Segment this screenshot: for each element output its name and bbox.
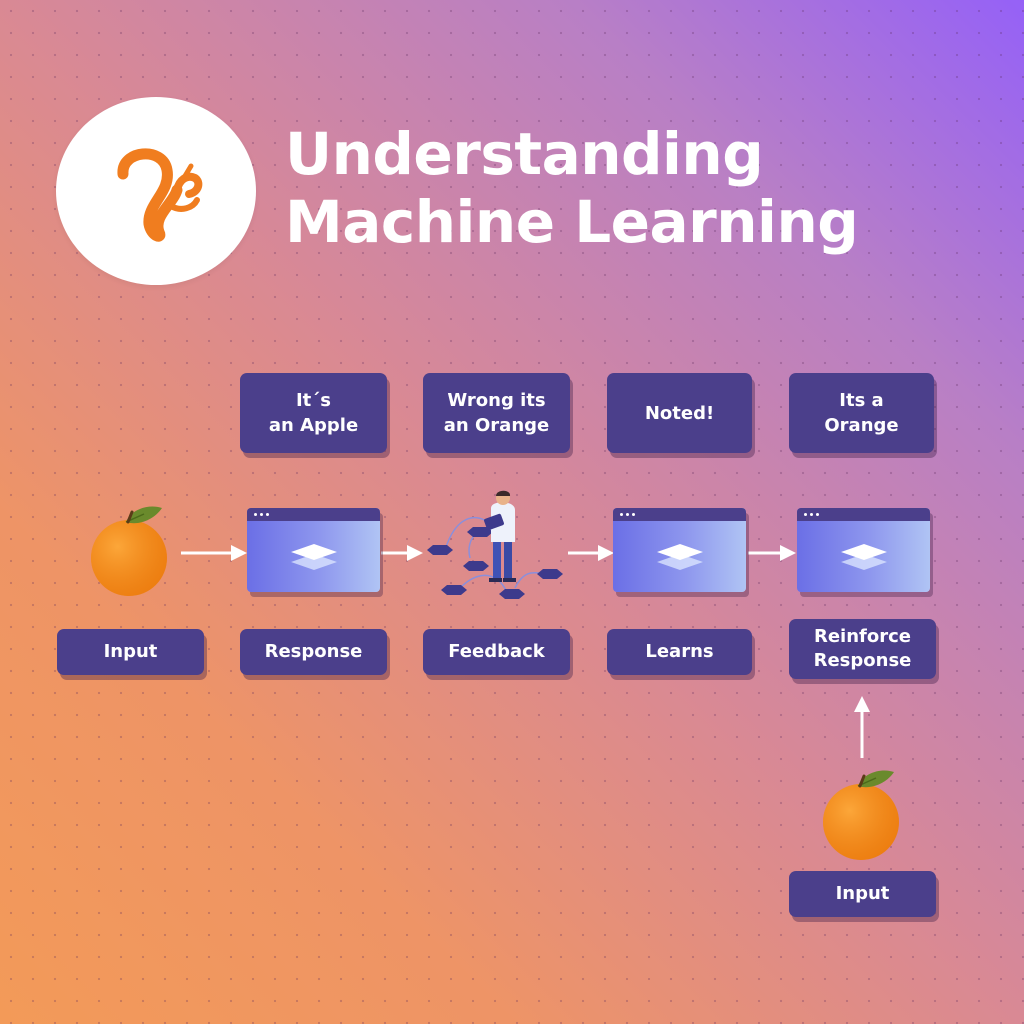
arrow-right-icon [181, 545, 247, 561]
window-titlebar [247, 508, 380, 521]
logo-badge [56, 97, 256, 285]
bubble-response: It´s an Apple [240, 373, 387, 453]
stage-feedback-label: Feedback [423, 629, 570, 675]
window-titlebar [613, 508, 746, 521]
stage-input-label: Input [57, 629, 204, 675]
person-network-icon [427, 490, 563, 599]
orange-fruit-icon [91, 506, 167, 596]
stage-learns-label: Learns [607, 629, 752, 675]
window-titlebar [797, 508, 930, 521]
arrow-right-icon [568, 545, 614, 561]
learns-window [613, 508, 746, 592]
bubble-feedback: Wrong its an Orange [423, 373, 570, 453]
stage-reinforce-label: Reinforce Response [789, 619, 936, 679]
layers-icon [290, 543, 337, 570]
bottom-input-label: Input [789, 871, 936, 917]
layers-icon [840, 543, 887, 570]
arrow-right-icon [748, 545, 796, 561]
stage-response-label: Response [240, 629, 387, 675]
layers-icon [656, 543, 703, 570]
bubble-reinforce: Its a Orange [789, 373, 934, 453]
reinforce-window [797, 508, 930, 592]
bubble-learns: Noted! [607, 373, 752, 453]
response-window [247, 508, 380, 592]
orange-fruit-icon [823, 770, 899, 860]
title-line-2: Machine Learning [285, 188, 859, 256]
arrow-up-icon [854, 696, 870, 758]
arrow-right-icon [381, 545, 423, 561]
page-title: Understanding Machine Learning [285, 120, 859, 256]
squirrel-logo-icon [117, 148, 203, 242]
title-line-1: Understanding [285, 120, 764, 188]
